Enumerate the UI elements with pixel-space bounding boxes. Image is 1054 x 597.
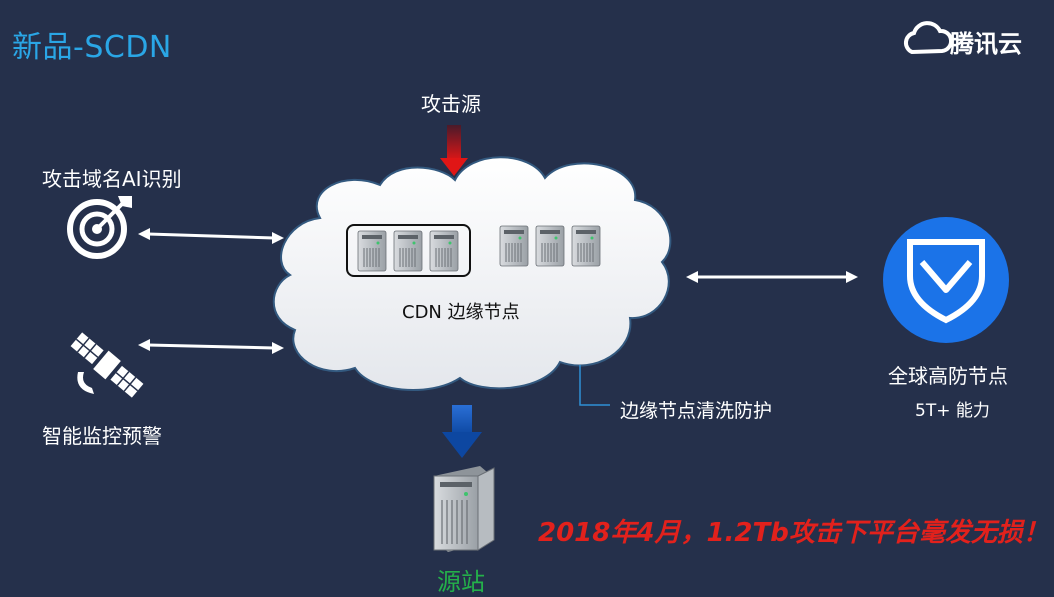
target-icon [67, 196, 132, 259]
global-node-label: 全球高防节点 [888, 364, 1008, 388]
server-icon [433, 466, 495, 552]
origin-arrow [442, 405, 482, 458]
tencent-cloud-icon [903, 21, 953, 55]
attack-source-label: 攻击源 [421, 92, 481, 116]
cdn-node-label: CDN 边缘节点 [402, 302, 520, 323]
double-arrow-global [686, 271, 858, 283]
shield-icon [883, 217, 1009, 343]
edge-cleaning-label: 边缘节点清洗防护 [620, 400, 773, 422]
attack-arrow [440, 125, 468, 176]
server-icon [499, 225, 601, 267]
page-title: 新品-SCDN [12, 30, 172, 65]
cdn-cloud [272, 156, 672, 392]
double-arrow-monitor [138, 339, 284, 354]
server-icon [357, 230, 459, 272]
edge-cleaning-callout [579, 365, 610, 406]
origin-label: 源站 [437, 568, 485, 596]
satellite-icon [70, 332, 144, 398]
monitoring-label: 智能监控预警 [42, 424, 162, 448]
cdn-server-group-highlight [346, 224, 471, 277]
capacity-label: 5T+ 能力 [915, 401, 990, 421]
double-arrow-ai [138, 228, 284, 244]
ai-detection-label: 攻击域名AI识别 [42, 167, 182, 191]
brand-name: 腾讯云 [950, 30, 1022, 58]
highlight-text: 2018年4月，1.2Tb攻击下平台毫发无损！ [538, 518, 1049, 548]
